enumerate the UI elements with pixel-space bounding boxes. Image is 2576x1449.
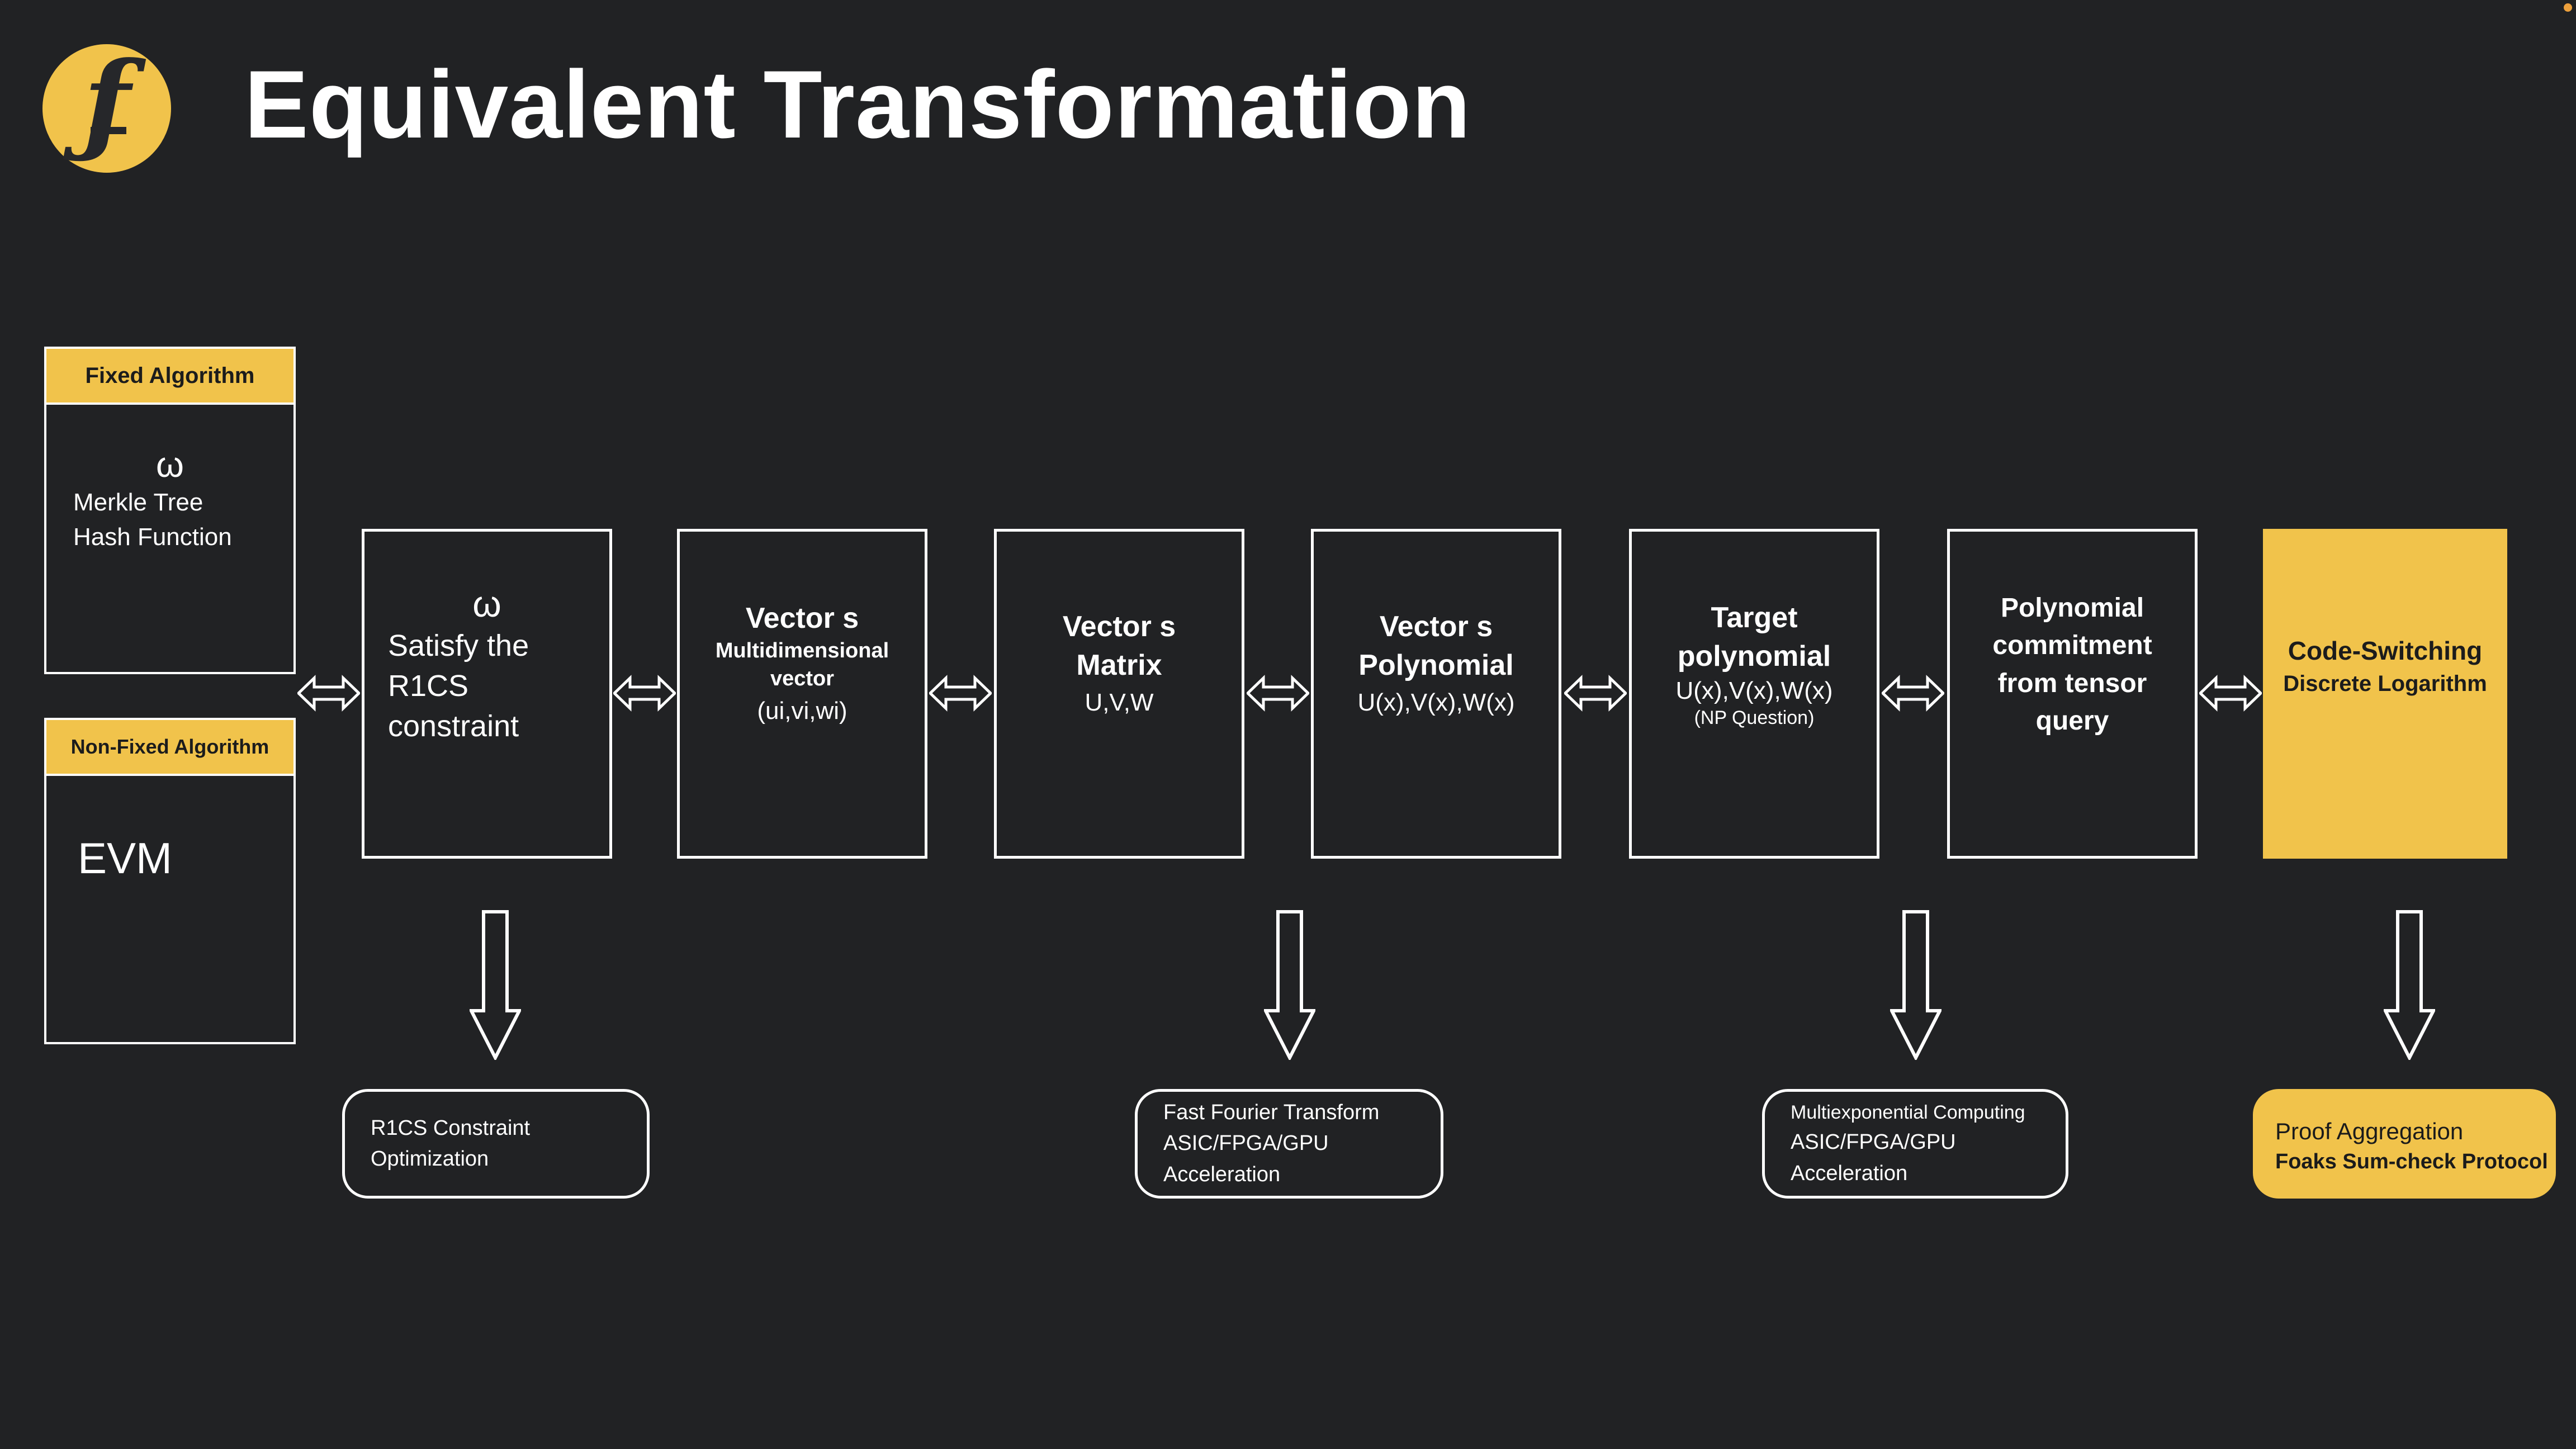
callout-r1cs-optimization: R1CS Constraint Optimization (342, 1089, 650, 1199)
fixed-algorithm-box: Fixed Algorithm ω Merkle Tree Hash Funct… (44, 347, 296, 674)
down-arrow-icon (470, 910, 521, 1060)
fixed-algorithm-body: ω Merkle Tree Hash Function (46, 405, 293, 672)
fixed-algorithm-header: Fixed Algorithm (46, 349, 293, 405)
down-arrow-icon (1890, 910, 1942, 1060)
callout-multiexponential-acceleration: Multiexponential Computing ASIC/FPGA/GPU… (1762, 1089, 2068, 1199)
double-arrow-icon (613, 675, 676, 712)
down-arrow-icon (1264, 910, 1315, 1060)
down-arrow-icon (2384, 910, 2435, 1060)
evm-label: EVM (78, 834, 173, 883)
nonfixed-algorithm-header: Non-Fixed Algorithm (46, 720, 293, 776)
double-arrow-icon (1882, 675, 1944, 712)
fixed-line: Hash Function (73, 523, 232, 551)
chain-box-r1cs: ω Satisfy the R1CS constraint (362, 529, 612, 859)
r1cs-text: Satisfy the R1CS constraint (388, 629, 529, 743)
nonfixed-algorithm-body: EVM (46, 776, 293, 1042)
page-title: Equivalent Transformation (244, 51, 1471, 158)
double-arrow-icon (2199, 675, 2262, 712)
chain-box-vector-matrix: Vector s Matrix U,V,W (994, 529, 1244, 859)
callout-fft-acceleration: Fast Fourier Transform ASIC/FPGA/GPU Acc… (1135, 1089, 1443, 1199)
double-arrow-icon (1564, 675, 1627, 712)
chain-box-vector-polynomial: Vector s Polynomial U(x),V(x),W(x) (1311, 529, 1561, 859)
double-arrow-icon (297, 675, 360, 712)
fixed-line: Merkle Tree (73, 489, 203, 517)
filecoin-f-crossbar (91, 127, 126, 134)
chain-box-code-switching: Code-Switching Discrete Logarithm (2263, 529, 2507, 859)
chain-box-vector-multidimensional: Vector s Multidimensional vector (ui,vi,… (677, 529, 927, 859)
chain-box-target-polynomial: Target polynomial U(x),V(x),W(x) (NP Que… (1629, 529, 1879, 859)
callout-proof-aggregation: Proof Aggregation Foaks Sum-check Protoc… (2253, 1089, 2556, 1199)
filecoin-f-icon: ƒ (83, 38, 131, 167)
double-arrow-icon (1247, 675, 1309, 712)
filecoin-logo: ƒ (42, 44, 171, 173)
chain-box-polynomial-commitment: Polynomial commitment from tensor query (1947, 529, 2198, 859)
nonfixed-algorithm-box: Non-Fixed Algorithm EVM (44, 718, 296, 1044)
corner-dot-icon (2564, 3, 2572, 12)
double-arrow-icon (929, 675, 992, 712)
omega-symbol: ω (472, 583, 501, 625)
omega-symbol: ω (156, 444, 184, 485)
